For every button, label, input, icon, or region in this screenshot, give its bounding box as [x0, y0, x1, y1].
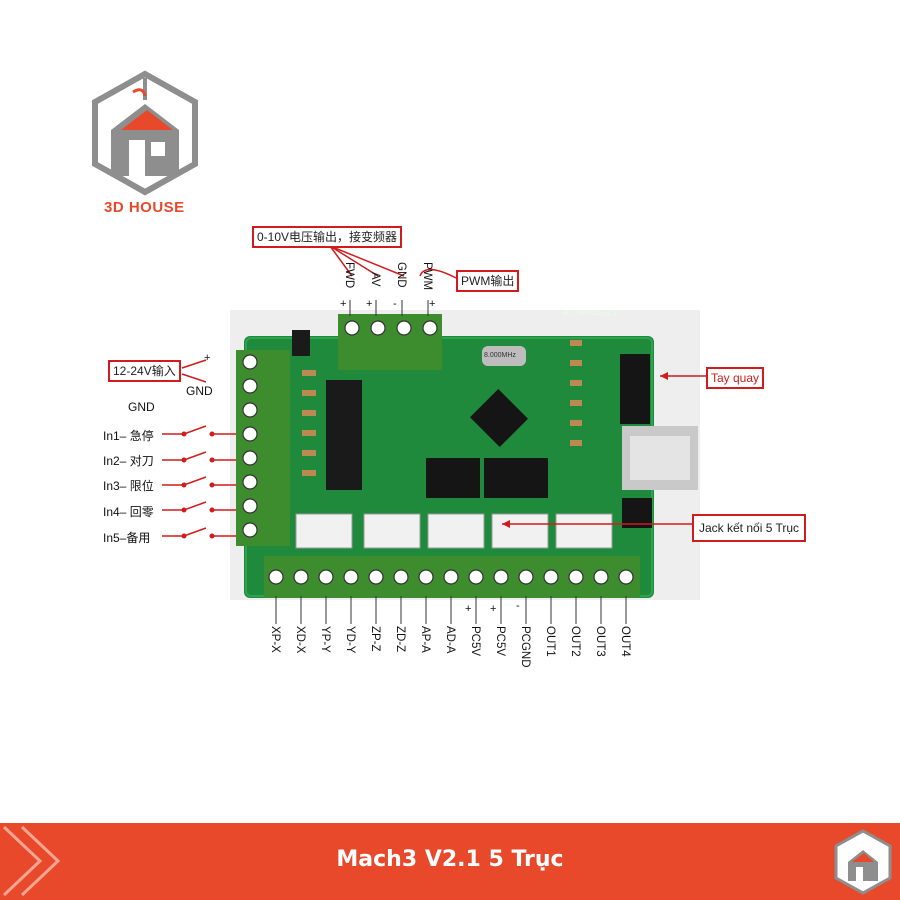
- axis-jack-annotation: Jack kết nối 5 Trục: [692, 514, 807, 542]
- top-pin-sign: +: [429, 298, 436, 310]
- input-label: In1– 急停: [103, 429, 154, 443]
- power-input-annotation: 12-24V输入: [108, 360, 181, 382]
- board-label: BL-USBMach-2.1: [562, 310, 617, 317]
- top-pin-label: PWM: [421, 262, 433, 291]
- handwheel-annotation: Tay quay: [706, 367, 765, 389]
- input-label: In3– 限位: [103, 479, 154, 493]
- input-label: In2– 对刀: [103, 454, 154, 468]
- top-pin-sign: -: [393, 298, 397, 310]
- top-pin-sign: +: [366, 298, 373, 310]
- bottom-pin-label: AP-A: [419, 626, 431, 653]
- bottom-pin-label: ZD-Z: [394, 626, 406, 653]
- bottom-pin-label: YP-Y: [319, 626, 331, 653]
- bottom-pin-label: OUT1: [544, 626, 556, 657]
- input-label: In5–备用: [103, 531, 151, 545]
- bottom-pin-label: YD-Y: [344, 626, 356, 654]
- bottom-pin-label: OUT2: [569, 626, 581, 657]
- bottom-pin-sign: +: [465, 603, 472, 615]
- bottom-pin-label: PCGND: [519, 626, 531, 668]
- input-label: In4– 回零: [103, 505, 154, 519]
- bottom-pin-label: XD-X: [294, 626, 306, 654]
- bottom-pin-label: OUT3: [594, 626, 606, 657]
- product-title: Mach3 V2.1 5 Trục: [336, 847, 564, 872]
- bottom-pin-label: PC5V: [494, 626, 506, 657]
- bottom-pin-label: OUT4: [619, 626, 631, 657]
- bottom-pin-label: PC5V: [469, 626, 481, 657]
- bottom-pin-label: ZP-Z: [369, 626, 381, 652]
- brand-logo: [85, 68, 205, 198]
- pwm-output-annotation: PWM输出: [456, 270, 520, 292]
- power-plus-label: +: [204, 352, 211, 364]
- board-photo: [230, 310, 700, 600]
- chevron-right-icon: [2, 825, 61, 897]
- footer-banner: Mach3 V2.1 5 Trục: [0, 823, 900, 900]
- top-pin-sign: +: [340, 298, 347, 310]
- top-pin-label: AV: [369, 272, 381, 287]
- brand-name: 3D HOUSE: [104, 199, 185, 216]
- input-gnd-label: GND: [128, 400, 155, 414]
- bottom-pin-sign: +: [490, 603, 497, 615]
- top-pin-label: FWD: [343, 262, 355, 289]
- bottom-pin-label: AD-A: [444, 626, 456, 654]
- voltage-output-annotation: 0-10V电压输出，接变频器: [252, 226, 403, 248]
- bottom-pin-sign: -: [516, 600, 520, 612]
- brand-logo-small: [834, 829, 892, 895]
- power-gnd-label: GND: [186, 384, 213, 398]
- bottom-pin-label: XP-X: [269, 626, 281, 653]
- top-pin-label: GND: [395, 262, 407, 288]
- crystal-label: 8.000MHz: [484, 352, 516, 359]
